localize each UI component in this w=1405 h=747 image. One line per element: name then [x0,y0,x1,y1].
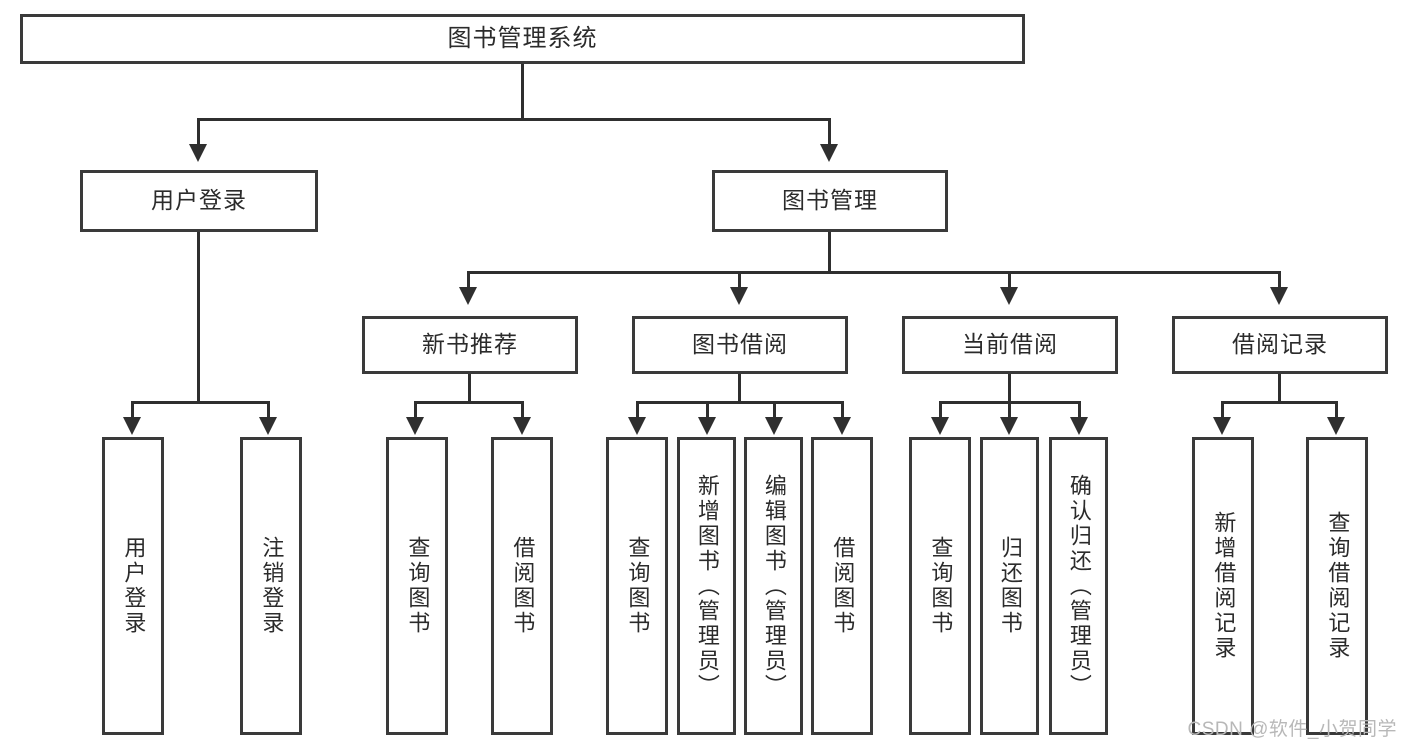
node-book-management[interactable]: 图书管理 [712,170,948,232]
connector-newbook-leaf1 [414,401,417,419]
arrow-bookmgmt-g2 [730,287,748,305]
arrow-borrowrecord-leaf2 [1327,417,1345,435]
node-label: 确认归还（管理员） [1066,473,1092,699]
node-root-system[interactable]: 图书管理系统 [20,14,1025,64]
connector-bookmgmt-g1 [467,271,470,289]
connector-root-to-bookmgmt [828,118,831,146]
connector-login-leaf2 [267,401,270,419]
connector-bookmgmt-g4 [1278,271,1281,289]
arrow-currentborrow-leaf2 [1000,417,1018,435]
connector-borrowrecord-bar [1221,401,1338,404]
node-label: 新书推荐 [422,331,518,358]
connector-bookborrow-leaf3 [773,401,776,419]
node-label: 编辑图书（管理员） [761,473,787,699]
connector-login-stem [197,232,200,404]
node-user-login[interactable]: 用户登录 [80,170,318,232]
node-label: 用户登录 [121,536,147,636]
node-label: 当前借阅 [962,331,1058,358]
connector-currentborrow-stem [1008,374,1011,404]
node-current-borrow[interactable]: 当前借阅 [902,316,1118,374]
arrow-borrowrecord-leaf1 [1213,417,1231,435]
node-label: 图书管理 [782,187,878,214]
leaf-user-login[interactable]: 用户登录 [102,437,164,735]
node-label: 用户登录 [151,187,247,214]
connector-bookborrow-leaf4 [841,401,844,419]
connector-bookborrow-stem [738,374,741,404]
arrow-bookborrow-leaf1 [628,417,646,435]
connector-borrowrecord-leaf1 [1221,401,1224,419]
leaf-confirm-return-admin[interactable]: 确认归还（管理员） [1049,437,1108,735]
node-borrow-record[interactable]: 借阅记录 [1172,316,1388,374]
arrow-root-to-login [189,144,207,162]
node-label: 注销登录 [259,536,285,636]
leaf-query-borrow-record[interactable]: 查询借阅记录 [1306,437,1368,735]
connector-root-to-login [197,118,200,146]
arrow-currentborrow-leaf3 [1070,417,1088,435]
connector-login-leaf1 [131,401,134,419]
node-label: 查询借阅记录 [1325,511,1351,661]
connector-currentborrow-leaf1 [939,401,942,419]
arrow-bookmgmt-g1 [459,287,477,305]
connector-bookborrow-bar [636,401,844,404]
arrow-newbook-leaf2 [513,417,531,435]
node-label: 新增借阅记录 [1211,511,1237,661]
connector-currentborrow-leaf3 [1078,401,1081,419]
connector-bookmgmt-g3 [1008,271,1011,289]
arrow-bookborrow-leaf2 [698,417,716,435]
leaf-borrow-book[interactable]: 借阅图书 [811,437,873,735]
connector-bookmgmt-stem [828,232,831,272]
connector-login-bar [131,401,270,404]
node-label: 图书借阅 [692,331,788,358]
arrow-root-to-bookmgmt [820,144,838,162]
arrow-newbook-leaf1 [406,417,424,435]
node-book-borrow[interactable]: 图书借阅 [632,316,848,374]
arrow-currentborrow-leaf1 [931,417,949,435]
connector-borrowrecord-leaf2 [1335,401,1338,419]
connector-bookborrow-leaf2 [706,401,709,419]
connector-root-stem [521,64,524,118]
arrow-login-leaf1 [123,417,141,435]
arrow-bookmgmt-g4 [1270,287,1288,305]
leaf-borrow-book-recommend[interactable]: 借阅图书 [491,437,553,735]
connector-root-bar [197,118,831,121]
node-new-book-recommend[interactable]: 新书推荐 [362,316,578,374]
leaf-add-borrow-record[interactable]: 新增借阅记录 [1192,437,1254,735]
arrow-bookborrow-leaf4 [833,417,851,435]
node-label: 新增图书（管理员） [694,473,720,699]
node-label: 借阅图书 [510,536,536,636]
node-label: 查询图书 [405,536,431,636]
connector-newbook-stem [468,374,471,404]
connector-currentborrow-leaf2 [1008,401,1011,419]
node-label: 查询图书 [625,536,651,636]
node-label: 归还图书 [997,536,1023,636]
connector-bookborrow-leaf1 [636,401,639,419]
leaf-return-book[interactable]: 归还图书 [980,437,1039,735]
connector-bookmgmt-bar [467,271,1281,274]
arrow-bookborrow-leaf3 [765,417,783,435]
watermark-text: CSDN @软件_小贺同学 [1187,719,1397,740]
leaf-edit-book-admin[interactable]: 编辑图书（管理员） [744,437,803,735]
leaf-add-book-admin[interactable]: 新增图书（管理员） [677,437,736,735]
arrow-bookmgmt-g3 [1000,287,1018,305]
leaf-query-book-borrow[interactable]: 查询图书 [606,437,668,735]
connector-bookmgmt-g2 [738,271,741,289]
leaf-query-book-recommend[interactable]: 查询图书 [386,437,448,735]
arrow-login-leaf2 [259,417,277,435]
leaf-query-book-current[interactable]: 查询图书 [909,437,971,735]
node-label: 借阅记录 [1232,331,1328,358]
node-label: 借阅图书 [830,536,856,636]
connector-newbook-bar [414,401,524,404]
connector-borrowrecord-stem [1278,374,1281,404]
leaf-logout[interactable]: 注销登录 [240,437,302,735]
node-label: 查询图书 [928,536,954,636]
node-label: 图书管理系统 [447,24,598,52]
connector-newbook-leaf2 [521,401,524,419]
